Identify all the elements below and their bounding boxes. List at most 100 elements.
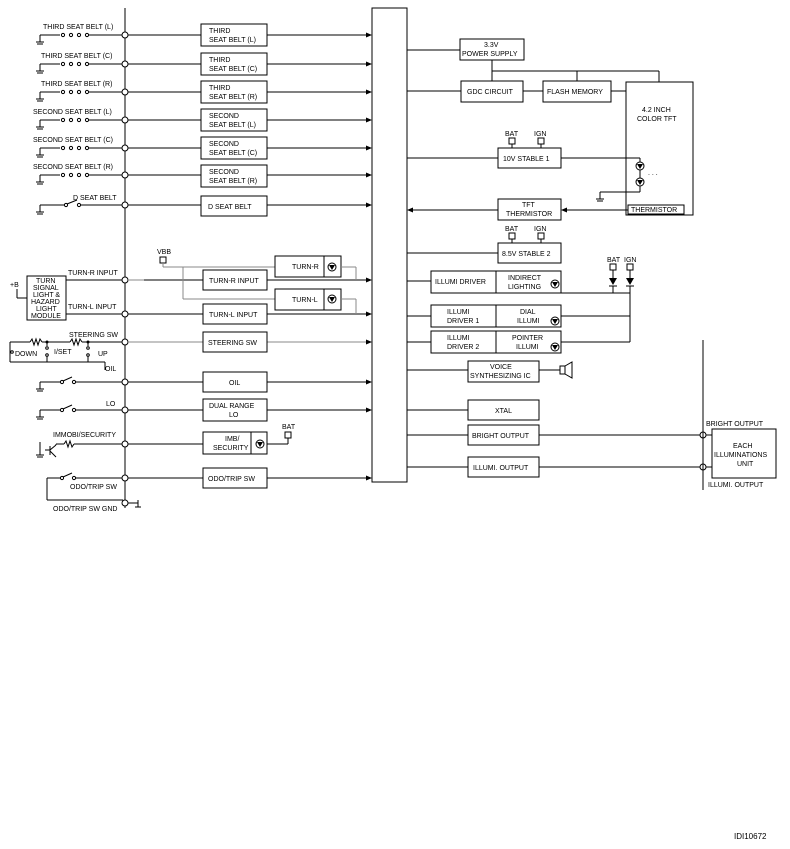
svg-text:I/SET: I/SET	[54, 349, 72, 356]
svg-text:POINTER: POINTER	[512, 335, 543, 342]
svg-text:SEAT BELT (C): SEAT BELT (C)	[209, 150, 257, 157]
svg-text:4.2 INCH: 4.2 INCH	[642, 107, 671, 114]
svg-text:THIRD: THIRD	[209, 28, 230, 35]
svg-text:BAT: BAT	[505, 131, 519, 138]
svg-text:SYNTHESIZING IC: SYNTHESIZING IC	[470, 373, 531, 380]
svg-text:SECOND: SECOND	[209, 169, 239, 176]
svg-text:10V STABLE 1: 10V STABLE 1	[503, 156, 550, 163]
svg-text:DUAL RANGE: DUAL RANGE	[209, 403, 255, 410]
svg-text:EACH: EACH	[733, 443, 752, 450]
svg-text:OIL: OIL	[229, 380, 240, 387]
label-second-belt-l: SECOND SEAT BELT (L)	[33, 109, 112, 116]
block-third-belt-c: THIRD SEAT BELT (C)	[200, 52, 268, 76]
label-turn-l-input: TURN-L INPUT	[68, 304, 117, 311]
block-bright-output: BRIGHT OUTPUT	[407, 424, 712, 446]
svg-text:SEAT BELT (L): SEAT BELT (L)	[209, 37, 256, 44]
label-odo-trip-sw-gnd: ODO/TRIP SW GND	[53, 506, 117, 513]
svg-text:IGN: IGN	[624, 257, 636, 264]
label-odo-trip-sw: ODO/TRIP SW	[70, 484, 117, 491]
block-odo-trip: ODO/TRIP SW	[202, 467, 268, 489]
svg-text:SEAT BELT (L): SEAT BELT (L)	[209, 122, 256, 129]
svg-text:BAT: BAT	[282, 424, 296, 431]
label-immobi: IMMOBI/SECURITY	[53, 432, 116, 439]
svg-text:SECOND: SECOND	[209, 113, 239, 120]
svg-text:UNIT: UNIT	[737, 461, 754, 468]
svg-text:XTAL: XTAL	[495, 408, 512, 415]
input-row-steering: DOWN I/SET UP STEERING SW	[9, 332, 372, 363]
block-turn-l-indicator: TURN-L	[274, 288, 357, 314]
svg-text:ILLUMI: ILLUMI	[447, 309, 470, 316]
block-turn-r-indicator: TURN-R	[274, 255, 357, 280]
block-imb-security: IMB/SECURITY BAT	[202, 424, 296, 455]
svg-text:TURN-R INPUT: TURN-R INPUT	[209, 278, 259, 285]
svg-text:DIAL: DIAL	[520, 309, 536, 316]
input-row-immobi: IMMOBI/SECURITY	[36, 432, 203, 458]
svg-text:ILLUMI DRIVER: ILLUMI DRIVER	[435, 279, 486, 286]
block-dual-range: DUAL RANGE LO	[202, 398, 268, 422]
svg-text:D SEAT BELT: D SEAT BELT	[208, 204, 252, 211]
svg-text:POWER SUPPLY: POWER SUPPLY	[462, 51, 518, 58]
svg-text:LO: LO	[229, 412, 239, 419]
svg-text:THIRD: THIRD	[209, 85, 230, 92]
svg-text:TURN-R: TURN-R	[292, 264, 319, 271]
block-voice-synth: VOICE SYNTHESIZING IC	[407, 360, 573, 383]
block-d-belt: D SEAT BELT	[200, 195, 268, 217]
svg-text:BAT: BAT	[607, 257, 621, 264]
svg-text:SEAT BELT (R): SEAT BELT (R)	[209, 94, 257, 101]
svg-text:IGN: IGN	[534, 226, 546, 233]
label-third-belt-l: THIRD SEAT BELT (L)	[43, 24, 113, 31]
input-row-oil: OIL	[36, 362, 372, 392]
label-turn-r-input: TURN-R INPUT	[68, 270, 118, 277]
block-each-illuminations-unit: EACH ILLUMINATIONS UNIT BRIGHT OUTPUT IL…	[702, 340, 777, 490]
svg-text:ILLUMI. OUTPUT: ILLUMI. OUTPUT	[473, 465, 529, 472]
svg-text:VBB: VBB	[157, 249, 171, 256]
block-10v-stable: 10V STABLE 1 BAT IGN	[407, 131, 640, 169]
svg-text:BRIGHT OUTPUT: BRIGHT OUTPUT	[472, 433, 530, 440]
block-xtal: XTAL	[407, 399, 540, 421]
svg-text:TURN: TURN	[36, 278, 55, 285]
block-turn-l-input: TURN-L INPUT	[202, 303, 268, 325]
svg-text:INDIRECT: INDIRECT	[508, 275, 542, 282]
svg-text:SECURITY: SECURITY	[213, 445, 249, 452]
svg-text:SIGNAL: SIGNAL	[33, 285, 59, 292]
svg-text:SECOND: SECOND	[209, 141, 239, 148]
svg-text:. . .: . . .	[648, 170, 658, 177]
svg-text:VOICE: VOICE	[490, 364, 512, 371]
block-illumi-driver-1: ILLUMI DRIVER 1 DIAL ILLUMI	[407, 304, 630, 328]
block-second-belt-c: SECOND SEAT BELT (C)	[200, 136, 268, 160]
svg-text:THIRD: THIRD	[209, 57, 230, 64]
svg-text:DRIVER 1: DRIVER 1	[447, 318, 479, 325]
block-illumi-driver: ILLUMI DRIVER INDIRECT LIGHTING	[407, 270, 562, 294]
svg-text:ODO/TRIP SW: ODO/TRIP SW	[208, 476, 255, 483]
cpu-block	[371, 7, 408, 483]
svg-text:IMB/: IMB/	[225, 436, 239, 443]
svg-text:DRIVER 2: DRIVER 2	[447, 344, 479, 351]
turn-signal-module: TURN SIGNAL LIGHT & HAZARD LIGHT MODULE …	[10, 275, 67, 321]
block-steering: STEERING SW	[202, 331, 268, 353]
svg-text:SEAT BELT (C): SEAT BELT (C)	[209, 66, 257, 73]
input-row-turn-r: TURN-R INPUT	[66, 270, 372, 284]
svg-text:8.5V STABLE 2: 8.5V STABLE 2	[502, 251, 551, 258]
svg-text:OIL: OIL	[105, 366, 116, 373]
block-flash-memory: FLASH MEMORY	[542, 80, 612, 103]
svg-text:COLOR TFT: COLOR TFT	[637, 116, 677, 123]
label-steering-sw: STEERING SW	[69, 332, 118, 339]
block-illumi-output: ILLUMI. OUTPUT	[407, 456, 712, 478]
block-third-belt-l: THIRD SEAT BELT (L)	[200, 23, 268, 47]
svg-text:IGN: IGN	[534, 131, 546, 138]
svg-text:FLASH MEMORY: FLASH MEMORY	[547, 89, 603, 96]
label-third-belt-c: THIRD SEAT BELT (C)	[41, 53, 112, 60]
svg-text:ILLUMI: ILLUMI	[517, 318, 540, 325]
svg-text:THERMISTOR: THERMISTOR	[506, 211, 552, 218]
svg-text:ILLUMI. OUTPUT: ILLUMI. OUTPUT	[708, 482, 764, 489]
block-third-belt-r: THIRD SEAT BELT (R)	[200, 80, 268, 104]
svg-text:GDC CIRCUIT: GDC CIRCUIT	[467, 89, 514, 96]
svg-text:LIGHTING: LIGHTING	[508, 284, 541, 291]
svg-text:TURN-L: TURN-L	[292, 297, 318, 304]
svg-text:DOWN: DOWN	[15, 351, 37, 358]
vbb-feed: VBB	[157, 249, 275, 300]
